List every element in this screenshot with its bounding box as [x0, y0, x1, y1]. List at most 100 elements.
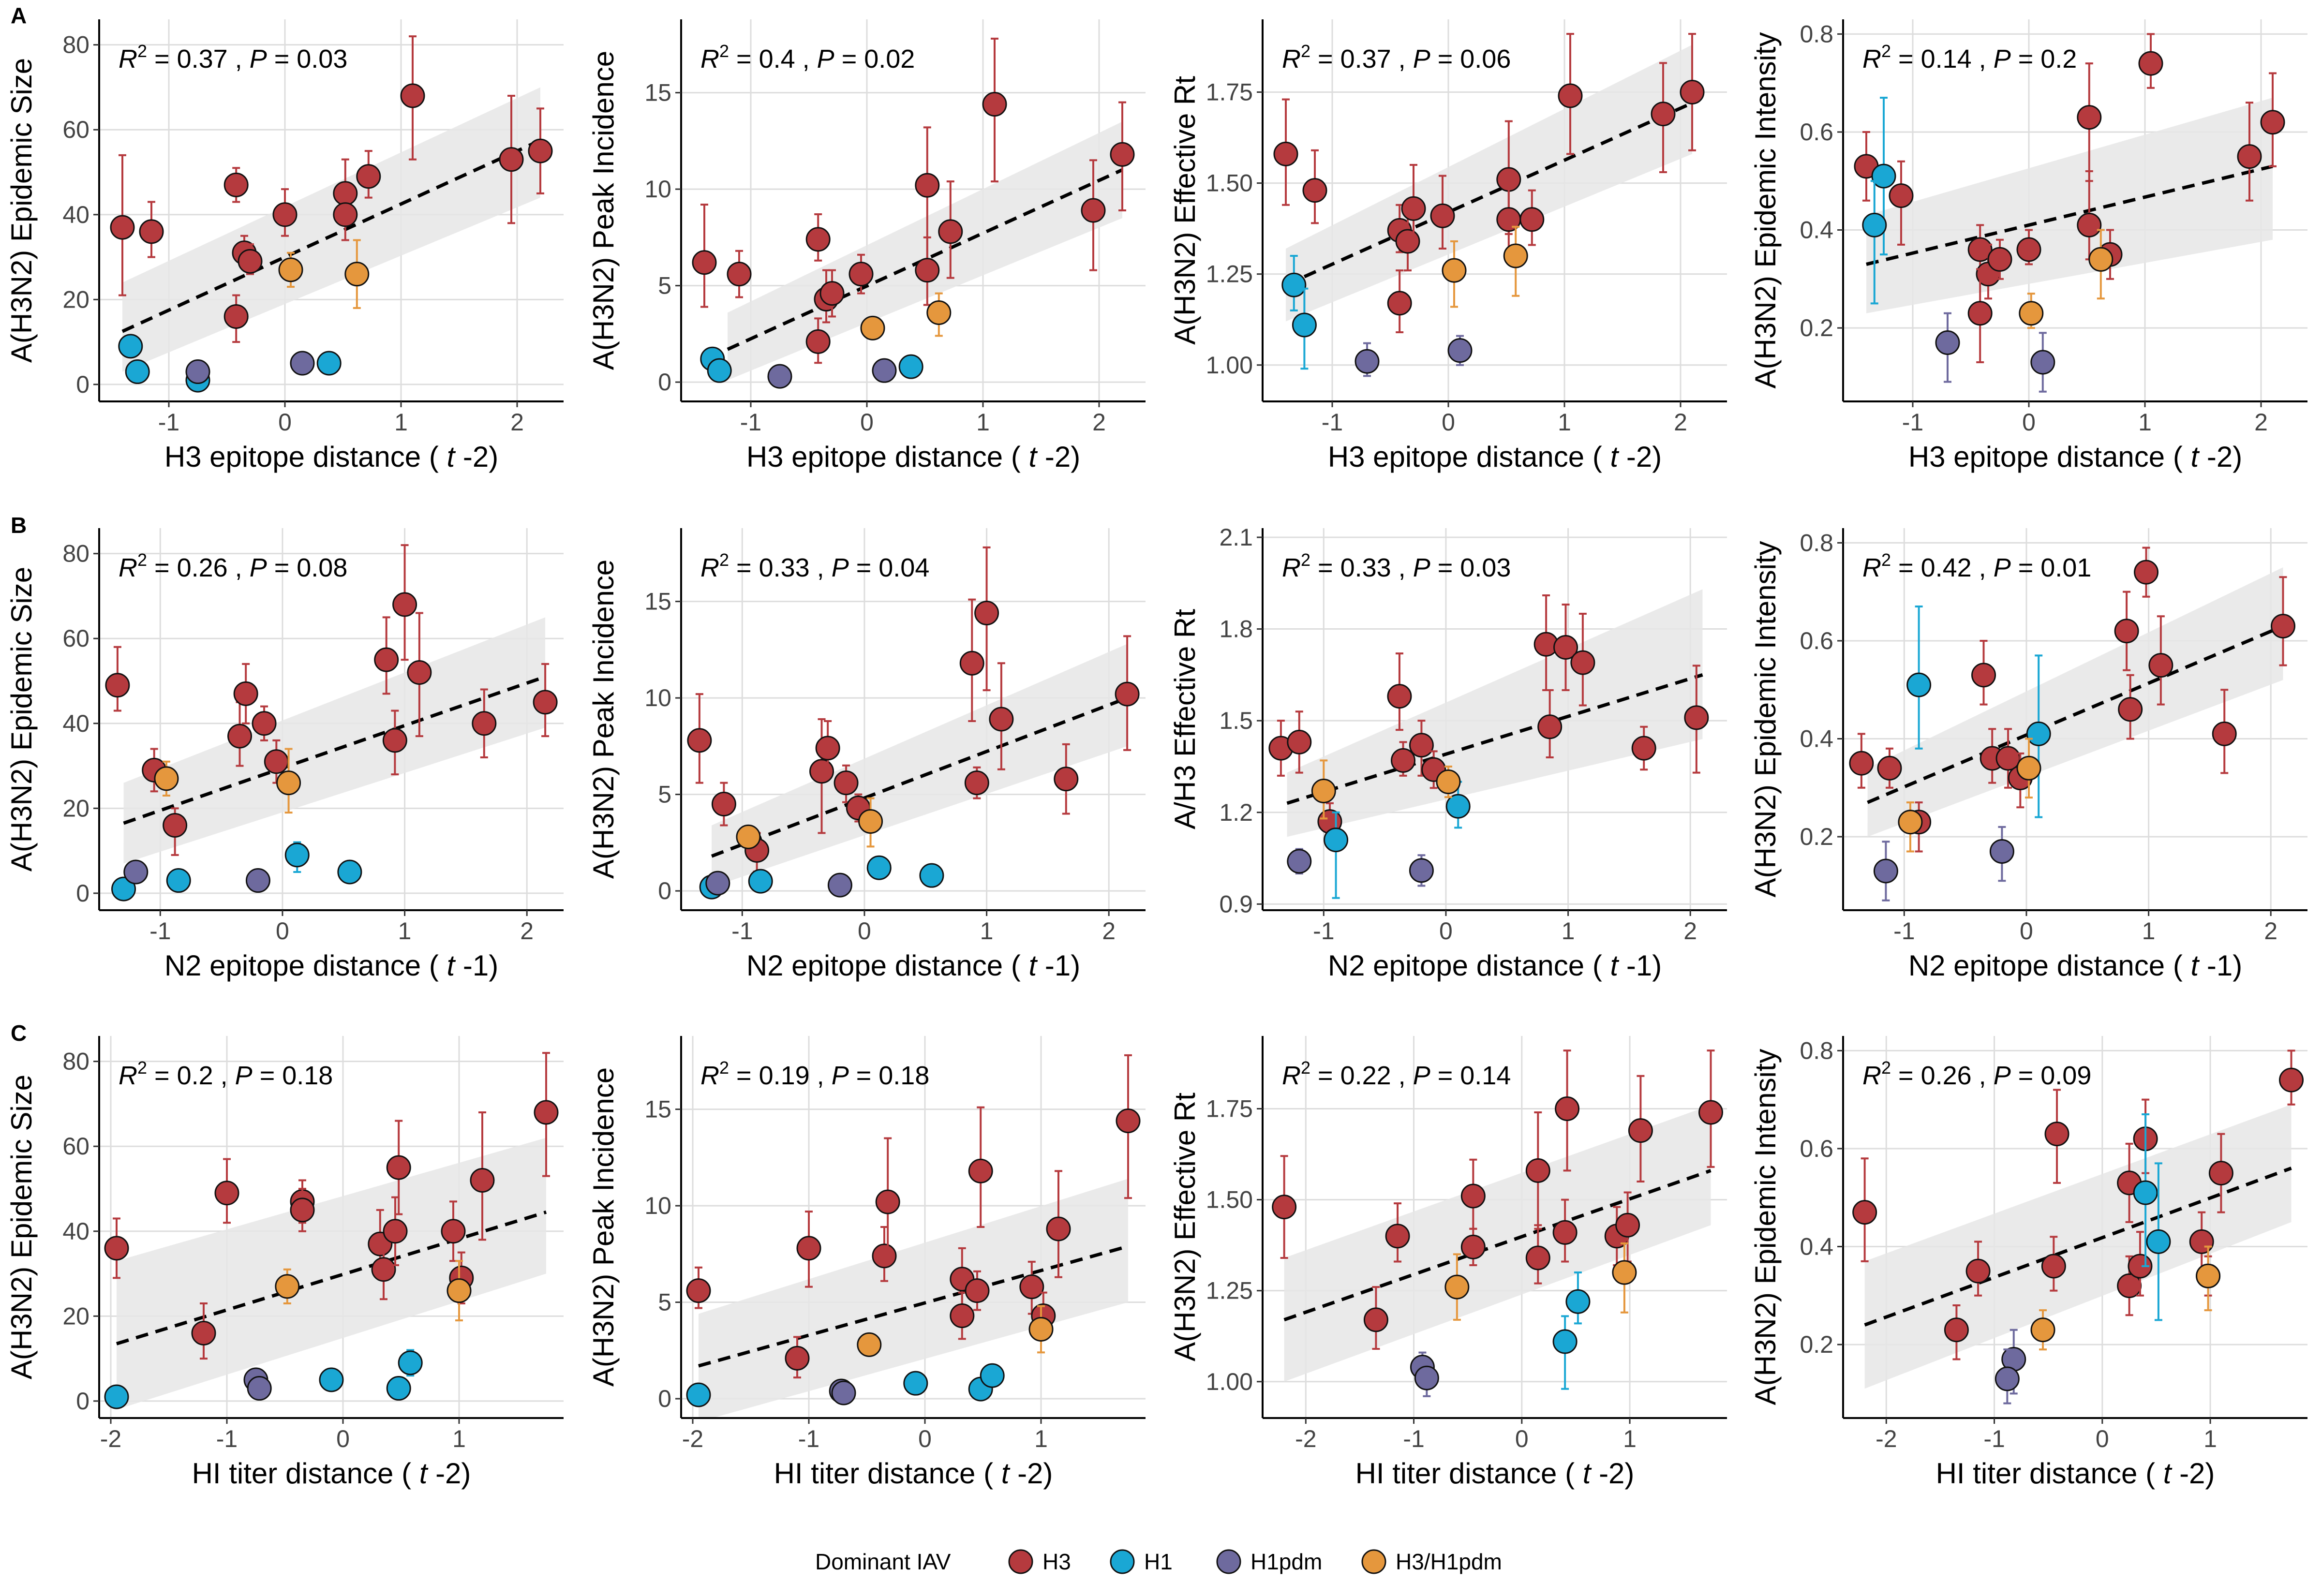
y-tick-label: 0.8 [1800, 1037, 1833, 1064]
data-point [1460, 1183, 1486, 1209]
y-tick-label: 0.4 [1800, 725, 1833, 753]
y-tick-label: 0 [658, 877, 671, 904]
y-axis-title: A(H3N2) Epidemic Intensity [1749, 541, 1782, 898]
y-tick-label: 20 [62, 286, 89, 313]
data-point [123, 859, 149, 885]
data-point [223, 304, 249, 329]
panel-letter-a: A [11, 3, 27, 28]
confidence-ribbon [1284, 1105, 1711, 1382]
y-tick-label: 0.9 [1219, 890, 1253, 917]
y-tick-label: 0.4 [1800, 217, 1833, 244]
data-point [284, 842, 310, 868]
data-point [185, 359, 210, 384]
data-point [2138, 51, 2163, 76]
x-axis-title: H3 epitope distance ( t -2) [746, 441, 1080, 473]
data-point [711, 792, 736, 817]
data-point [125, 359, 150, 384]
data-point [1684, 705, 1709, 730]
y-tick-label: 0 [658, 1385, 671, 1412]
x-tick-label: 2 [510, 409, 524, 436]
data-point [2146, 1229, 2171, 1254]
data-point [707, 358, 732, 383]
data-point [938, 219, 963, 244]
data-point [1444, 1274, 1470, 1300]
data-point [1553, 635, 1578, 660]
data-point [959, 650, 984, 676]
x-tick-label: 0 [278, 409, 292, 436]
legend-label: H1pdm [1250, 1549, 1322, 1574]
x-tick-label: 0 [2096, 1425, 2109, 1452]
data-point [915, 173, 940, 198]
data-point [848, 262, 874, 287]
y-tick-label: 60 [62, 116, 89, 143]
y-tick-label: 1.00 [1206, 1368, 1253, 1395]
data-point [1281, 272, 1307, 297]
x-axis-title: HI titer distance ( t -2) [1355, 1457, 1635, 1490]
data-point [1552, 1220, 1578, 1245]
data-point [860, 315, 885, 340]
data-point [805, 329, 831, 354]
data-point [2270, 614, 2295, 639]
data-point [1460, 1234, 1486, 1259]
x-tick-label: -1 [731, 917, 753, 945]
x-tick-label: 1 [976, 409, 990, 436]
y-tick-label: 15 [644, 588, 671, 615]
x-tick-label: -1 [149, 917, 171, 945]
data-point [1989, 839, 2014, 864]
r2-p-annotation: R2 = 0.14 , P = 0.2 [1862, 41, 2077, 74]
x-tick-label: 0 [858, 917, 871, 945]
data-point [686, 1382, 711, 1407]
data-point [276, 770, 301, 796]
data-point [1046, 1216, 1071, 1241]
x-tick-label: 1 [1558, 409, 1571, 436]
data-point [1445, 794, 1471, 819]
x-tick-label: 1 [1623, 1425, 1637, 1452]
regression-line [698, 1244, 1129, 1368]
data-point [374, 647, 399, 672]
legend-label: H3 [1042, 1549, 1071, 1574]
y-tick-label: 0 [76, 1388, 89, 1415]
data-point [275, 1274, 300, 1299]
data-point [382, 728, 407, 753]
data-point [1272, 1195, 1297, 1220]
data-point [819, 281, 845, 306]
confidence-ribbon [1286, 44, 1692, 322]
y-tick-label: 2.1 [1219, 524, 1253, 551]
data-point [344, 262, 370, 287]
r2-p-annotation: R2 = 0.19 , P = 0.18 [700, 1058, 929, 1090]
data-point [1391, 748, 1416, 773]
data-point [214, 1181, 239, 1206]
y-axis-title: A(H3N2) Peak Incidence [587, 1067, 620, 1387]
data-point [2077, 212, 2102, 237]
data-point [2212, 721, 2237, 746]
data-point [809, 759, 834, 784]
legend-swatch [1216, 1549, 1241, 1574]
data-point [105, 673, 130, 698]
regression-line [121, 138, 541, 333]
data-point [805, 227, 831, 252]
data-point [2118, 697, 2143, 722]
data-point [2237, 144, 2262, 169]
data-point [238, 249, 263, 274]
data-point [163, 813, 188, 838]
data-point [386, 1155, 411, 1180]
data-point [371, 1257, 396, 1282]
data-point [356, 164, 381, 189]
data-point [2208, 1161, 2233, 1186]
data-point [316, 351, 342, 376]
x-axis-title: N2 epitope distance ( t -1) [164, 949, 498, 982]
data-point [1019, 1274, 1044, 1300]
x-tick-label: 2 [2264, 917, 2277, 945]
data-point [982, 92, 1007, 117]
data-point [272, 202, 298, 227]
data-point [827, 872, 852, 898]
data-point [191, 1320, 216, 1345]
data-point [796, 1236, 821, 1261]
y-tick-label: 1.00 [1206, 352, 1253, 379]
data-point [1354, 349, 1380, 374]
x-tick-label: -1 [158, 409, 179, 436]
